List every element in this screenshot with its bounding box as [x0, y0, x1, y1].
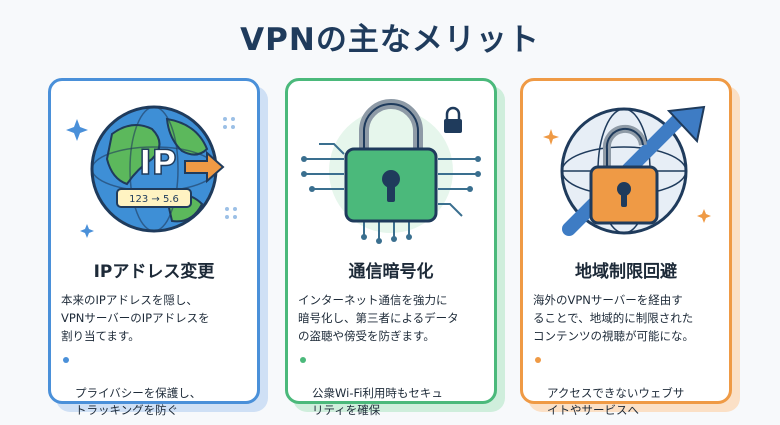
arrow-right-icon	[184, 150, 225, 184]
padlock-circuit-illustration	[301, 99, 481, 244]
card-description: インターネット通信を強力に 暗号化し、第三者によるデータ の盗聴や傍受を防ぎます…	[298, 293, 459, 343]
card-encryption: 通信暗号化 インターネット通信を強力に 暗号化し、第三者によるデータ の盗聴や傍…	[285, 78, 497, 417]
card-geo-unblock: 地域制限回避 海外のVPNサーバーを経由す ることで、地域的に制限された コンテ…	[520, 78, 732, 417]
globe-unlock-illustration	[543, 105, 711, 236]
bullet-dot	[300, 357, 306, 363]
card-description: 海外のVPNサーバーを経由す ることで、地域的に制限された コンテンツの視聴が可…	[533, 293, 694, 343]
sparkle-icon	[66, 119, 88, 141]
sparkle-icon	[80, 224, 94, 238]
bullet-dot	[535, 357, 541, 363]
card-bullet: プライバシーを保護し、 トラッキングを防ぐ	[61, 351, 251, 419]
card-title: 通信暗号化	[348, 262, 434, 282]
card-bullet: 公衆Wi-Fi利用時もセキュ リティを確保	[298, 351, 488, 419]
card-ip-change: IP 123 → 5.6 IPアドレス変更 本来のIPアドレスを隠し、 VPNサ…	[48, 78, 260, 417]
card-description: 本来のIPアドレスを隠し、 VPNサーバーのIPアドレスを 割り当てます。	[61, 293, 210, 343]
globe-ip-illustration: IP 123 → 5.6	[66, 105, 237, 238]
sparkle-icon	[543, 129, 559, 145]
ip-change-label: 123 → 5.6	[129, 194, 179, 205]
ip-label: IP	[139, 143, 177, 183]
bullet-text: アクセスできないウェブサ イトやサービスへ	[547, 386, 685, 417]
bullet-dot	[63, 357, 69, 363]
circuit-nodes	[301, 156, 481, 244]
dots-decoration	[223, 117, 237, 219]
page-title: VPNの主なメリット	[240, 22, 540, 58]
bullet-text: プライバシーを保護し、 トラッキングを防ぐ	[75, 386, 202, 417]
card-title: 地域制限回避	[575, 262, 677, 282]
small-lock-icon	[444, 106, 462, 133]
card-title: IPアドレス変更	[93, 262, 215, 282]
card-bullet: アクセスできないウェブサ イトやサービスへ	[533, 351, 723, 419]
arrow-up-icon	[666, 105, 706, 144]
bullet-text: 公衆Wi-Fi利用時もセキュ リティを確保	[312, 386, 443, 417]
sparkle-icon	[697, 209, 711, 223]
